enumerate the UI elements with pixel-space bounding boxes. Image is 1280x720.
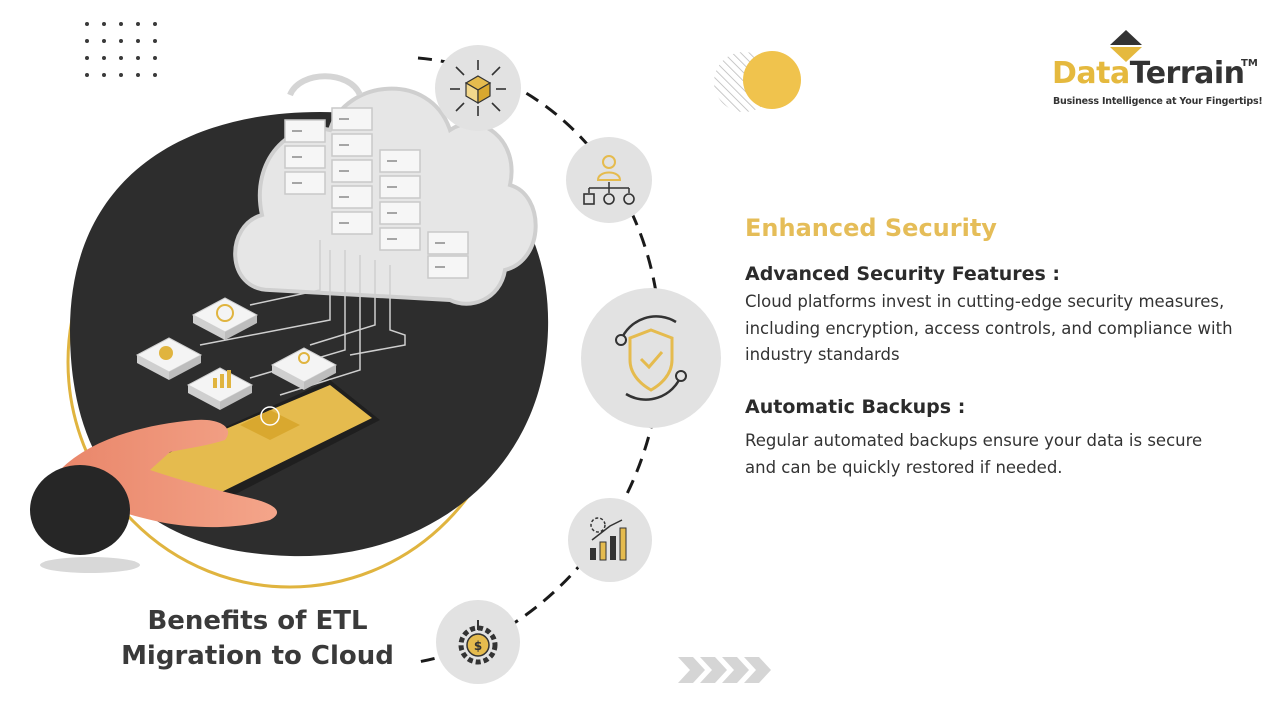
brand-logo: DataTerrain TM Business Intelligence at … bbox=[1052, 28, 1263, 118]
section-heading: Enhanced Security bbox=[745, 214, 997, 242]
brand-name-part1: Data bbox=[1052, 56, 1130, 91]
isometric-tiles bbox=[135, 297, 338, 410]
trademark-mark: TM bbox=[1241, 58, 1258, 69]
feature-heading: Advanced Security Features : bbox=[745, 263, 1061, 285]
dot-grid-decoration bbox=[85, 22, 157, 77]
cloud-servers-illustration bbox=[233, 73, 538, 306]
brand-name: DataTerrain bbox=[1052, 56, 1245, 91]
slide-title: Benefits of ETL Migration to Cloud bbox=[121, 606, 394, 671]
scalability-cube-icon bbox=[435, 45, 521, 131]
feature-heading: Automatic Backups : bbox=[745, 396, 966, 418]
brand-tagline: Business Intelligence at Your Fingertips… bbox=[1053, 96, 1263, 107]
sun-decoration bbox=[714, 51, 801, 112]
feature-description: Cloud platforms invest in cutting-edge s… bbox=[745, 292, 1233, 364]
next-arrows-icon bbox=[678, 657, 771, 683]
cost-savings-gear-icon: $ bbox=[436, 600, 520, 684]
performance-chart-icon bbox=[568, 498, 652, 582]
hand-with-phone-illustration bbox=[30, 380, 380, 573]
feature-description: Regular automated backups ensure your da… bbox=[745, 431, 1203, 477]
brand-name-part2: Terrain bbox=[1129, 56, 1245, 91]
svg-text:$: $ bbox=[474, 639, 482, 653]
workflow-hierarchy-icon bbox=[566, 137, 652, 223]
logo-mark bbox=[1110, 30, 1142, 62]
security-shield-icon bbox=[581, 288, 721, 428]
